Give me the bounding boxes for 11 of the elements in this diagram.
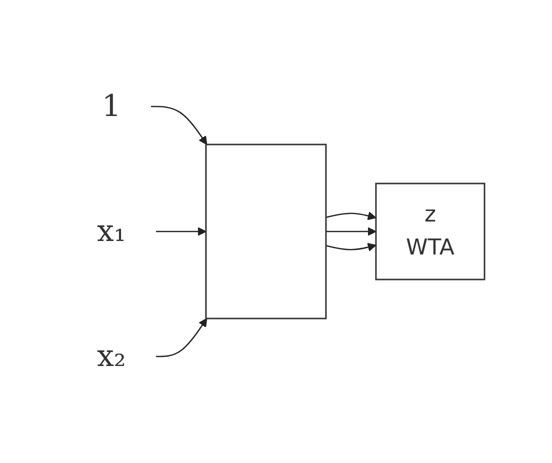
- node-box: z WTA: [375, 182, 486, 280]
- arrow: [326, 212, 377, 220]
- node-text: x₁: [97, 214, 126, 249]
- arrow: [156, 227, 207, 236]
- node-text: x₂: [97, 339, 126, 374]
- node-box: [205, 144, 327, 320]
- node-text: 1: [102, 89, 122, 124]
- arrow: [156, 318, 208, 358]
- arrow: [151, 106, 208, 145]
- arrow: [326, 242, 377, 252]
- arrow: [326, 227, 377, 236]
